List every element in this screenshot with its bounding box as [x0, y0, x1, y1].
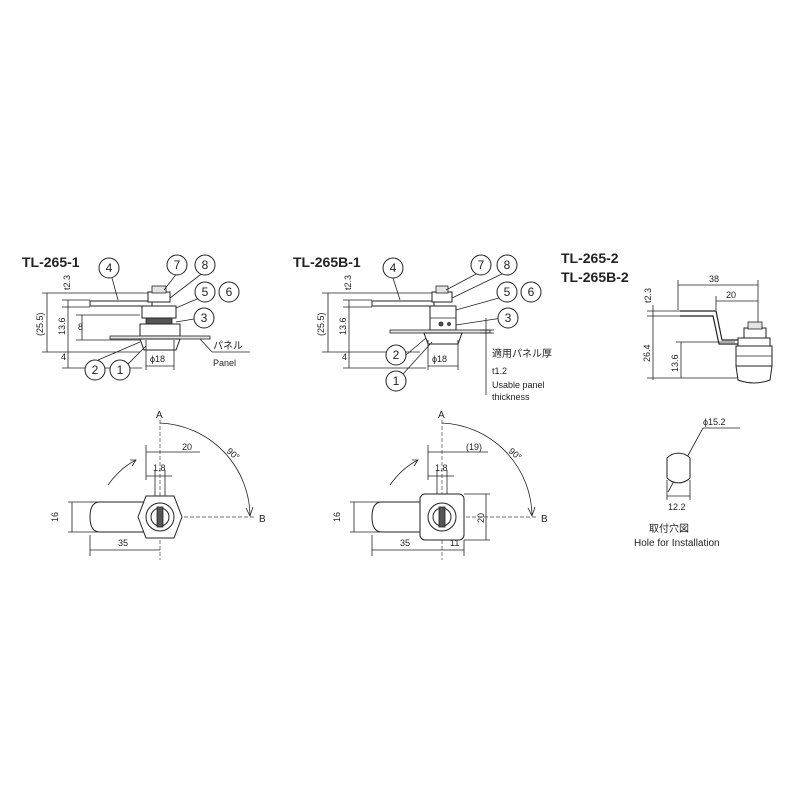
label-usable-t: t1.2: [492, 366, 507, 376]
callout-8-b: [496, 254, 518, 276]
dim-26-4: 26.4: [642, 344, 652, 362]
tl-265b-1-side-view: TL-265B-1 t2.3 (25.5) 13.6 4 ϕ18 適用パネル厚 …: [293, 254, 552, 402]
tl-265b-1-top-view: A B 90° (19) 1.8 16 20 35 11: [332, 410, 548, 560]
callout-5-b: [496, 281, 518, 303]
callout-1: [109, 359, 131, 381]
dim-25-5: (25.5): [35, 312, 45, 336]
dim-13-6: 13.6: [57, 317, 67, 335]
svg-text:6: 6: [528, 285, 535, 299]
title-tl-265b-2: TL-265B-2: [561, 269, 629, 285]
label-hole-en: Hole for Installation: [634, 538, 720, 549]
svg-text:7: 7: [174, 258, 181, 272]
dim-20: 20: [726, 290, 736, 300]
callout-2-b: [385, 344, 407, 366]
svg-text:1: 1: [393, 374, 400, 388]
point-b-b: B: [541, 514, 548, 525]
label-usable-en1: Usable panel: [492, 380, 545, 390]
hole-shape: [666, 452, 691, 484]
callout-4: [98, 257, 120, 279]
lever-top: [89, 501, 147, 533]
callout-6: [218, 281, 240, 303]
svg-text:4: 4: [390, 261, 397, 275]
svg-text:7: 7: [478, 258, 485, 272]
dim-16-b: 16: [332, 512, 342, 522]
callout-8: [194, 254, 216, 276]
callout-4-b: [382, 257, 404, 279]
dim-16: 16: [50, 512, 60, 522]
dim-4-b: 4: [342, 352, 347, 362]
dim-4: 4: [61, 352, 66, 362]
dim-35: 35: [118, 538, 128, 548]
rotation-arc: [159, 422, 251, 517]
label-panel-en: Panel: [213, 358, 236, 368]
dim-phi18: ϕ18: [150, 354, 165, 364]
callout-5: [194, 281, 216, 303]
dim-t2-3: t2.3: [62, 275, 72, 290]
svg-text:4: 4: [106, 261, 113, 275]
dim-8: 8: [78, 322, 83, 332]
key-slot: [156, 506, 164, 528]
dim-phi15-2: ϕ15.2: [703, 417, 726, 427]
dim-13-6-b: 13.6: [338, 317, 348, 335]
svg-text:5: 5: [202, 285, 209, 299]
point-b: B: [259, 514, 266, 525]
dim-11: 11: [450, 538, 459, 548]
nut: [147, 291, 171, 303]
head: [139, 338, 181, 351]
label-hole-jp: 取付穴図: [649, 522, 689, 535]
svg-text:6: 6: [226, 285, 233, 299]
label-usable-jp: 適用パネル厚: [492, 347, 552, 360]
dim-19: (19): [466, 442, 482, 452]
dim-t2-3-b: t2.3: [343, 275, 353, 290]
tl-265-1-side-view: TL-265-1 t2.3 (25.5) 13.6 8 4 ϕ18: [22, 254, 250, 381]
callout-6-b: [520, 281, 542, 303]
svg-text:8: 8: [202, 258, 209, 272]
dim-25-5-b: (25.5): [316, 312, 326, 336]
dim-13-6-c: 13.6: [670, 354, 680, 372]
callout-3: [193, 307, 215, 329]
dim-20-top: 20: [182, 442, 192, 452]
cam-block: [141, 305, 177, 319]
label-usable-en2: thickness: [492, 392, 530, 402]
callout-7: [166, 254, 188, 276]
label-panel-jp: パネル: [213, 340, 243, 352]
callout-3-b: [497, 307, 519, 329]
point-a-b: A: [438, 410, 445, 421]
title-tl-265-2: TL-265-2: [561, 250, 619, 266]
dim-90-deg-b: 90°: [507, 446, 524, 463]
key-slot-b: [438, 506, 446, 528]
lever-top-b: [371, 501, 423, 533]
lever-arm-b: [371, 300, 435, 307]
svg-text:3: 3: [505, 311, 512, 325]
installation-hole-view: ϕ15.2 12.2 取付穴図 Hole for Installation: [634, 417, 740, 549]
svg-text:2: 2: [393, 348, 400, 362]
dim-90-deg: 90°: [225, 446, 242, 463]
tl-265-2-side-view: TL-265-2 TL-265B-2 38 20 t2.3 26.4 13.6: [561, 250, 773, 384]
dim-12-2: 12.2: [668, 502, 686, 512]
callout-1-b: [385, 370, 407, 392]
dim-20-side: 20: [476, 513, 486, 523]
lever-arm: [89, 300, 153, 307]
svg-text:2: 2: [92, 363, 99, 377]
dim-t2-3-c: t2.3: [643, 288, 653, 303]
dim-1-8: 1.8: [153, 463, 166, 473]
dim-1-8-b: 1.8: [435, 463, 448, 473]
bent-lever: [680, 310, 742, 345]
svg-text:5: 5: [504, 285, 511, 299]
dim-38: 38: [709, 274, 719, 284]
callout-7-b: [470, 254, 492, 276]
dim-35-b: 35: [400, 538, 410, 548]
title-tl-265-1: TL-265-1: [22, 254, 80, 270]
svg-text:1: 1: [117, 363, 124, 377]
svg-text:8: 8: [504, 258, 511, 272]
callout-2: [84, 359, 106, 381]
svg-text:3: 3: [201, 311, 208, 325]
point-a: A: [156, 410, 163, 421]
body: [139, 323, 181, 337]
tl-265-1-top-view: A B 90° 20 1.8 16 35: [50, 410, 266, 560]
dim-phi18-b: ϕ18: [432, 354, 447, 364]
title-tl-265b-1: TL-265B-1: [293, 254, 361, 270]
